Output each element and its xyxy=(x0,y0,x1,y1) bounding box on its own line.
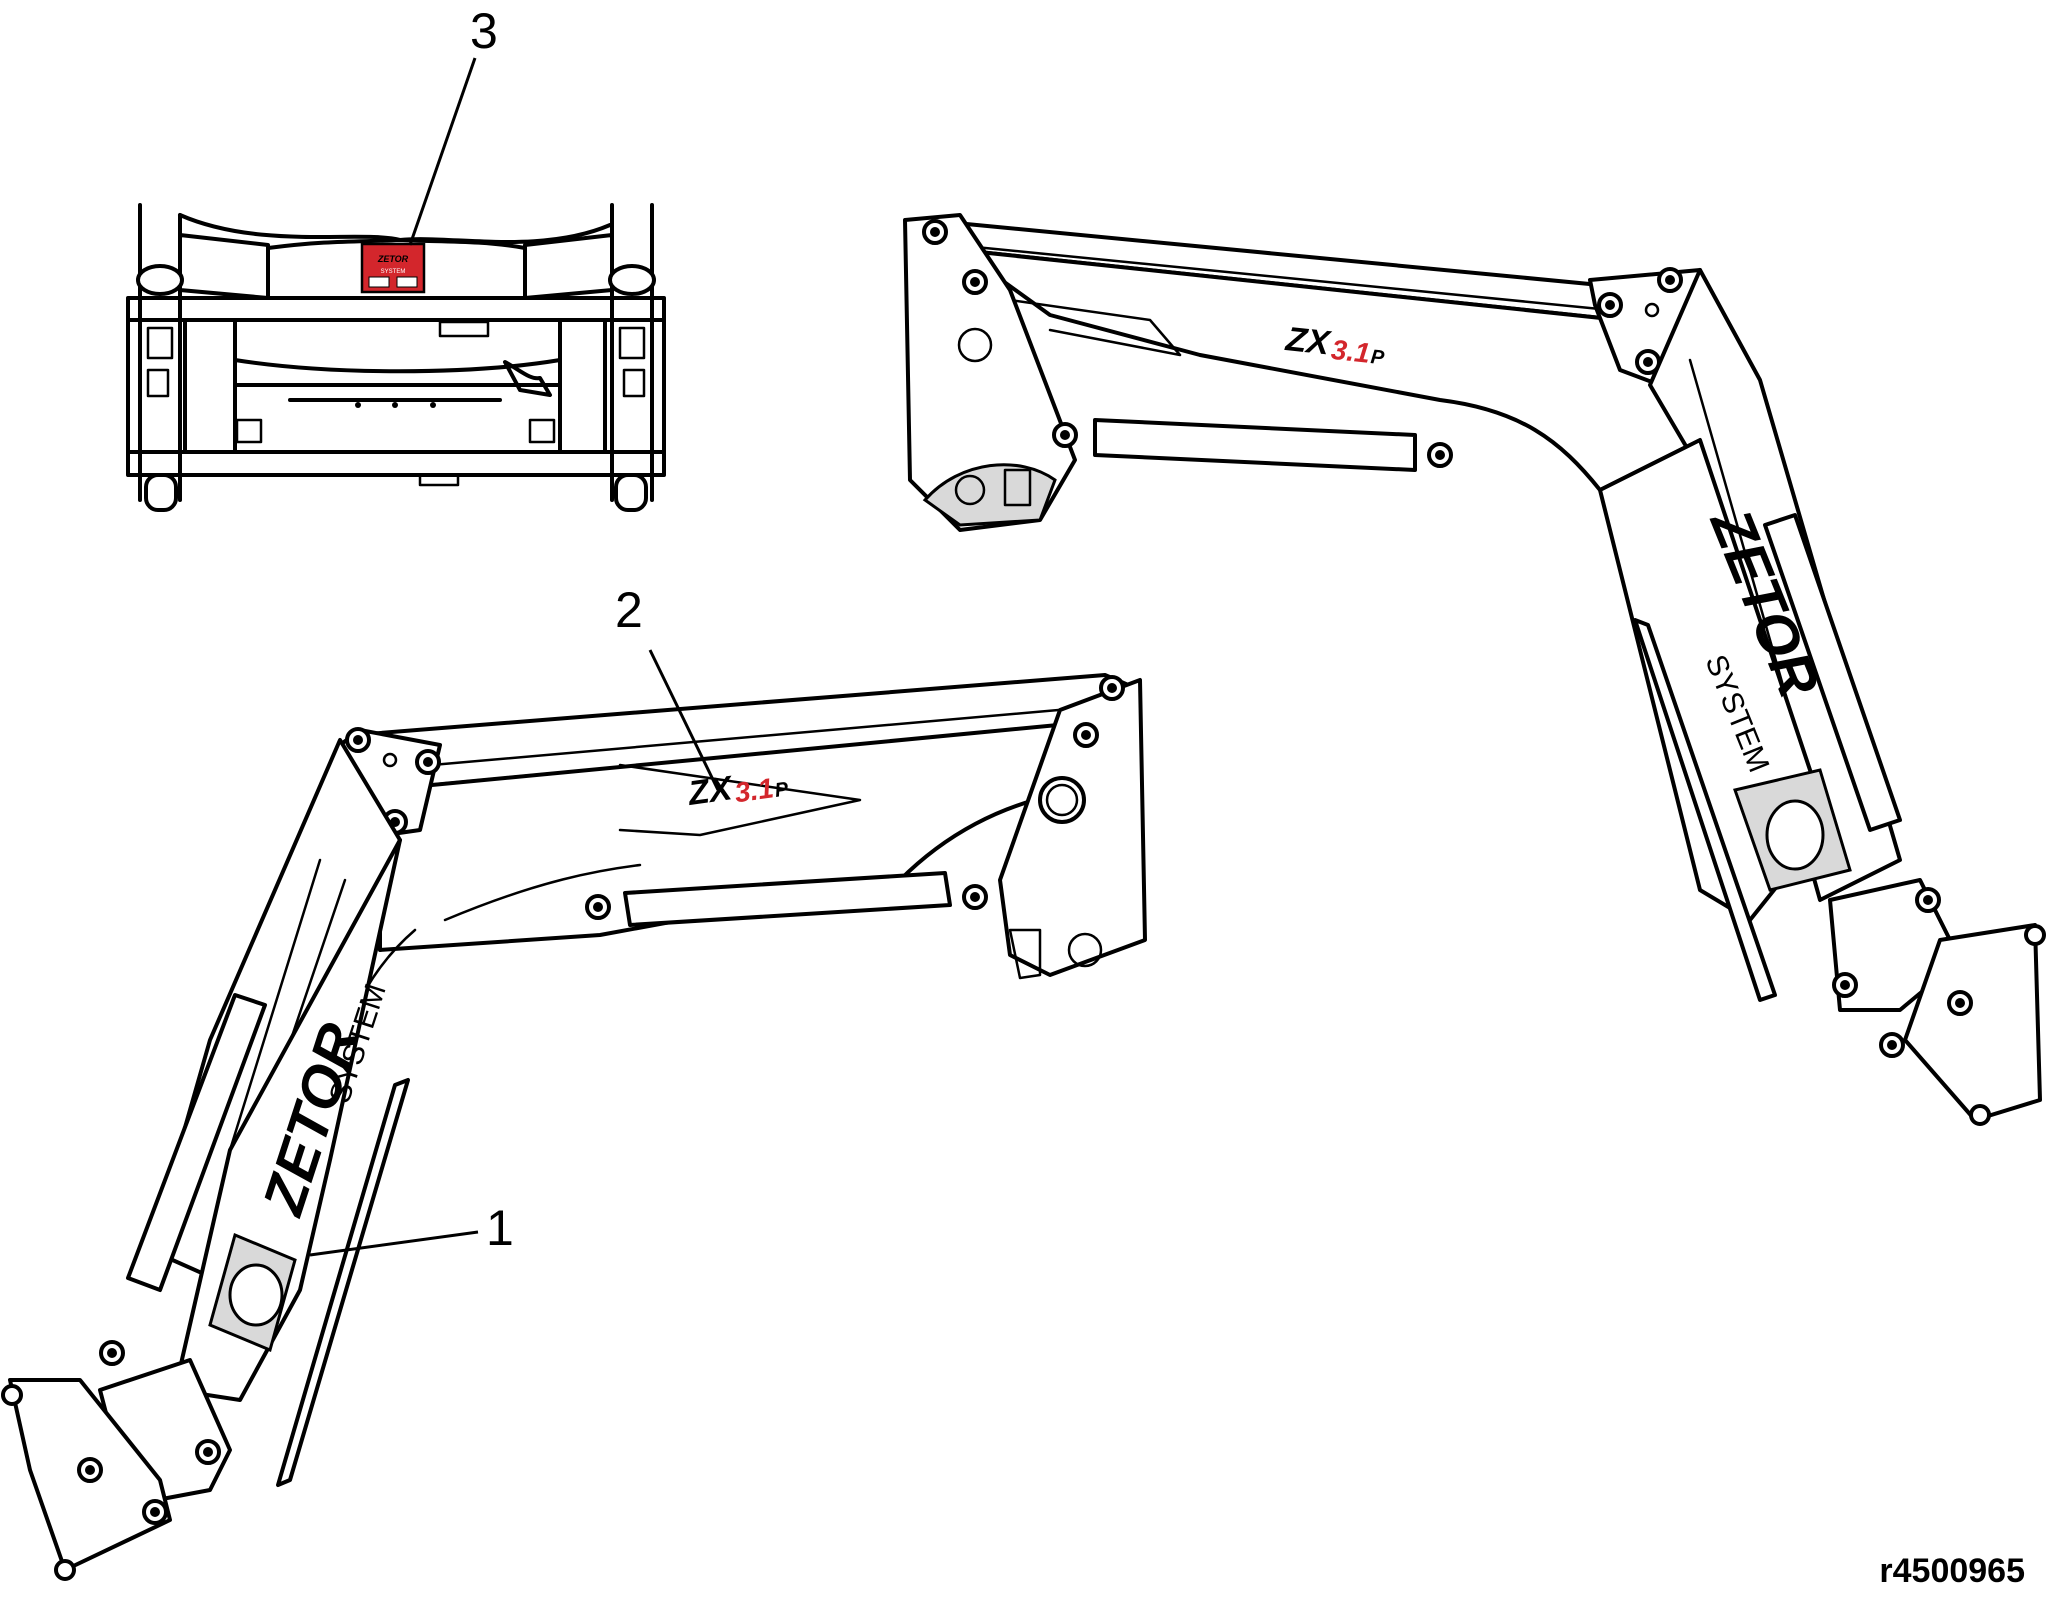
zx-model-decal: ZX 3.1 P xyxy=(685,769,790,813)
callout-2: 2 xyxy=(615,582,720,791)
svg-text:P: P xyxy=(1370,346,1386,369)
reference-code: r4500965 xyxy=(1879,1552,2025,1590)
callout-1: 1 xyxy=(309,1200,514,1257)
right-loader-arm: ZETOR SYSTEM ZX 3.1 P xyxy=(903,213,2046,1126)
plate-warning-icon xyxy=(396,276,418,288)
left-loader-arm: ZETOR SYSTEM ZX 3.1 P xyxy=(1,673,1147,1581)
callout-3: 3 xyxy=(408,3,498,246)
svg-text:ZX: ZX xyxy=(1283,320,1333,363)
svg-text:3.1: 3.1 xyxy=(1330,334,1372,369)
svg-text:P: P xyxy=(773,778,790,802)
plate-brand-text: ZETOR xyxy=(377,254,409,264)
callout-number: 3 xyxy=(470,3,498,59)
callout-number: 2 xyxy=(615,582,643,638)
svg-text:3.1: 3.1 xyxy=(733,772,776,808)
callout-number: 1 xyxy=(486,1200,514,1256)
plate-warning-icon xyxy=(368,276,390,288)
front-frame-view: ZETOR SYSTEM xyxy=(126,203,666,512)
zx-model-decal-right: ZX 3.1 P xyxy=(1283,320,1386,369)
plate-system-text: SYSTEM xyxy=(381,269,406,275)
